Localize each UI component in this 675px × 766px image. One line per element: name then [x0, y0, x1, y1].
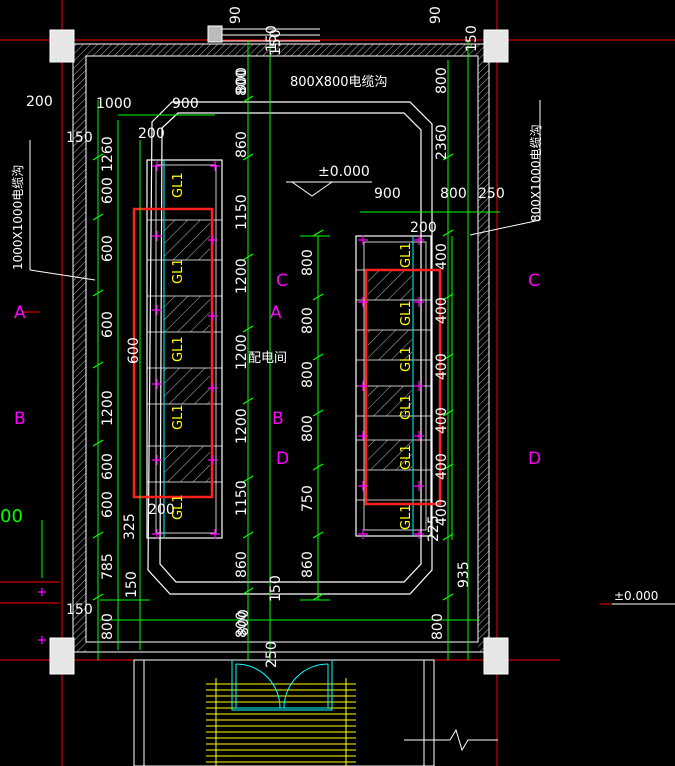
equipment-label: GL1	[171, 336, 186, 362]
highlight-box-left	[132, 207, 214, 499]
dimension-text: 1150	[234, 480, 250, 516]
equipment-label: GL1	[399, 300, 414, 326]
axis-label: A	[270, 303, 282, 323]
axis-label: D	[276, 449, 289, 469]
dimension-text: 325	[122, 513, 138, 540]
dimension-text: 800	[440, 186, 467, 202]
dimension-text: 860	[234, 131, 250, 158]
dimension-text: 1200	[234, 334, 250, 370]
axis-label: A	[14, 303, 26, 323]
outer-wall-hatch	[73, 44, 489, 652]
dimension-text: 800	[234, 69, 250, 96]
dimension-text: 600	[100, 453, 116, 480]
dimension-text: 150	[464, 25, 480, 52]
equipment-label: GL1	[399, 394, 414, 420]
dimension-text: 800	[300, 415, 316, 442]
dimension-text: 1200	[234, 408, 250, 444]
dimension-text: 800	[234, 611, 250, 638]
dimension-text: 150	[268, 29, 284, 56]
dimension-text: 250	[264, 641, 280, 668]
equipment-label: GL1	[171, 494, 186, 520]
dimension-text: 400	[434, 243, 450, 270]
equipment-label: GL1	[399, 242, 414, 268]
trench-left-label: 1000X1000电缆沟	[11, 165, 25, 270]
equipment-label: GL1	[399, 346, 414, 372]
dimension-text: 800	[434, 67, 450, 94]
axis-label: C	[528, 271, 540, 291]
dimension-text: 90	[428, 6, 444, 24]
dimension-text: 1000	[96, 96, 132, 112]
dimension-text: 90	[228, 6, 244, 24]
axis-label: B	[14, 409, 26, 429]
dimension-text: 400	[434, 353, 450, 380]
dimension-text: 900	[374, 186, 401, 202]
right-switchgear-row	[355, 235, 432, 537]
dimension-text: 150	[264, 25, 280, 52]
dimension-text: 800	[100, 613, 116, 640]
anchor-marks	[38, 161, 424, 644]
axis-label: B	[272, 409, 284, 429]
dimension-text: 1200	[100, 390, 116, 426]
dimension-text: 600	[126, 337, 142, 364]
equipment-label: GL1	[171, 258, 186, 284]
dimension-ticks	[92, 95, 454, 601]
left-switchgear-row	[146, 159, 223, 539]
left-partial-text: 00	[0, 506, 23, 527]
dimension-text: 600	[100, 235, 116, 262]
dimension-text: 935	[456, 561, 472, 588]
equipment-label: GL1	[171, 172, 186, 198]
dimension-text: 600	[100, 491, 116, 518]
dimension-text: 600	[100, 311, 116, 338]
dimension-text: 150	[66, 130, 93, 146]
equipment-label: GL1	[399, 444, 414, 470]
dimension-text: 860	[300, 551, 316, 578]
dimension-text: 150	[66, 602, 93, 618]
dimension-text: 225	[426, 515, 442, 542]
dimension-text: 900	[172, 96, 199, 112]
dimension-text: 1150	[234, 194, 250, 230]
top-window	[222, 28, 320, 42]
equipment-label: GL1	[399, 504, 414, 530]
dimension-text: 800	[234, 67, 250, 94]
dimension-text: 200	[138, 126, 165, 142]
dimension-text: 800	[300, 361, 316, 388]
dimension-text: 600	[100, 177, 116, 204]
dimension-text: 200	[26, 94, 53, 110]
dimension-text: 800	[430, 613, 446, 640]
cable-trench-ring	[147, 101, 433, 595]
dimension-text: 1260	[100, 136, 116, 172]
dimension-text: 400	[434, 499, 450, 526]
elevation-marker	[286, 181, 372, 197]
dimension-text: 860	[234, 551, 250, 578]
structural-columns	[49, 25, 509, 675]
dimension-text: 800	[300, 307, 316, 334]
room-label: 配电间	[248, 351, 287, 366]
trench-right-label: 800X1000电缆沟	[529, 124, 543, 222]
dimension-text: 1200	[234, 258, 250, 294]
dimension-text: 750	[300, 485, 316, 512]
dimension-text: 250	[478, 186, 505, 202]
dimension-text: 2360	[434, 124, 450, 160]
dimension-text: 150	[124, 571, 140, 598]
trench-top-label: 800X800电缆沟	[290, 74, 388, 90]
dimension-text: 200	[410, 220, 437, 236]
elevation-main: ±0.000	[318, 164, 370, 180]
entrance-stair	[133, 659, 498, 766]
dimension-text: 800	[300, 249, 316, 276]
highlight-box-right	[364, 268, 442, 506]
dimension-text: 400	[434, 297, 450, 324]
dimension-text: 400	[434, 453, 450, 480]
leader-lines	[29, 100, 675, 605]
axis-label: D	[528, 449, 541, 469]
elevation-right: ±0.000	[614, 589, 658, 603]
dimension-text: 800	[236, 609, 252, 636]
axis-label: C	[276, 271, 288, 291]
dimension-text: 400	[434, 407, 450, 434]
dimension-text: 785	[100, 553, 116, 580]
dimension-text: 200	[148, 502, 175, 518]
equipment-label: GL1	[171, 404, 186, 430]
dimension-text: 150	[268, 575, 284, 602]
